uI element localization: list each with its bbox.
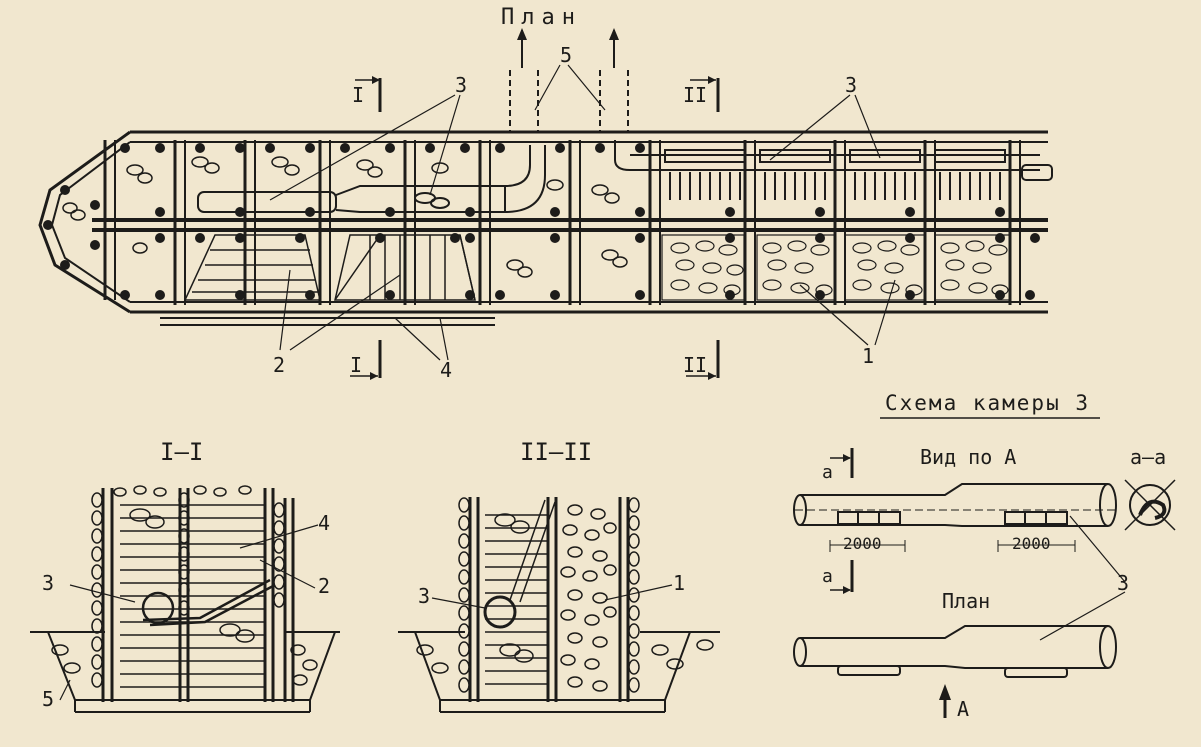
plan-posts	[103, 140, 1021, 305]
chamber-scheme: Схема камеры 3 Вид по А а–а 2000 2000 а …	[793, 391, 1176, 721]
section-i-stones	[51, 485, 318, 688]
plan-view: План I II I II 3 3 5 2 4 1	[38, 5, 1053, 382]
callout-4: 4	[440, 358, 452, 382]
section-ii-callout-3: 3	[418, 584, 430, 608]
plan-riser-pipes	[509, 70, 629, 132]
plan-outline	[38, 130, 1048, 314]
section-i-pipe	[141, 578, 276, 627]
section-i-callout-2: 2	[318, 574, 330, 598]
section-i-callout-3: 3	[42, 571, 54, 595]
callout-3-right: 3	[845, 73, 857, 97]
plan-rubble-fill	[661, 234, 1011, 301]
section-i-view: I–I 3 4 2 5	[30, 438, 340, 713]
section-ii-bottom-label: II	[683, 353, 707, 377]
chamber-section-icon	[1124, 479, 1176, 531]
section-ii-pipe	[483, 499, 556, 629]
section-ii-trench	[398, 631, 720, 701]
section-ii-callout-1: 1	[673, 571, 685, 595]
callout-2: 2	[273, 353, 285, 377]
chamber-plan-pipe	[793, 625, 1117, 678]
chamber-section-label: а–а	[1130, 445, 1166, 469]
chamber-title: Схема камеры 3	[885, 391, 1090, 415]
chamber-dim-left: 2000	[843, 534, 882, 553]
chamber-dim-right: 2000	[1012, 534, 1051, 553]
section-i-top-label: I	[352, 83, 364, 107]
plan-stones	[62, 156, 628, 278]
plan-pipe-left	[197, 145, 546, 213]
section-ii-stones	[416, 497, 714, 693]
chamber-side-pipe	[793, 483, 1117, 552]
callout-5: 5	[560, 43, 572, 67]
section-markers	[378, 78, 720, 378]
section-ii-top-label: II	[683, 83, 707, 107]
plan-pipe-right	[614, 140, 1053, 200]
plan-hatched-chamber	[183, 234, 476, 301]
section-i-callout-4: 4	[318, 511, 330, 535]
chamber-callout-3-top: 3	[1117, 571, 1129, 595]
chamber-cut-mark-bottom: а	[822, 566, 833, 587]
section-ii-title: II–II	[520, 438, 592, 466]
callout-3-left: 3	[455, 73, 467, 97]
chamber-view-label: Вид по А	[920, 445, 1016, 469]
section-i-bottom-label: I	[350, 353, 362, 377]
chamber-cut-mark-top: а	[822, 462, 833, 483]
callout-1: 1	[862, 344, 874, 368]
plan-title: План	[501, 5, 582, 30]
chamber-arrow-label: А	[957, 697, 969, 721]
section-i-callout-5: 5	[42, 687, 54, 711]
chamber-plan-label: План	[942, 589, 990, 613]
section-ii-view: II–II 3 1	[398, 438, 720, 713]
section-i-title: I–I	[160, 438, 203, 466]
